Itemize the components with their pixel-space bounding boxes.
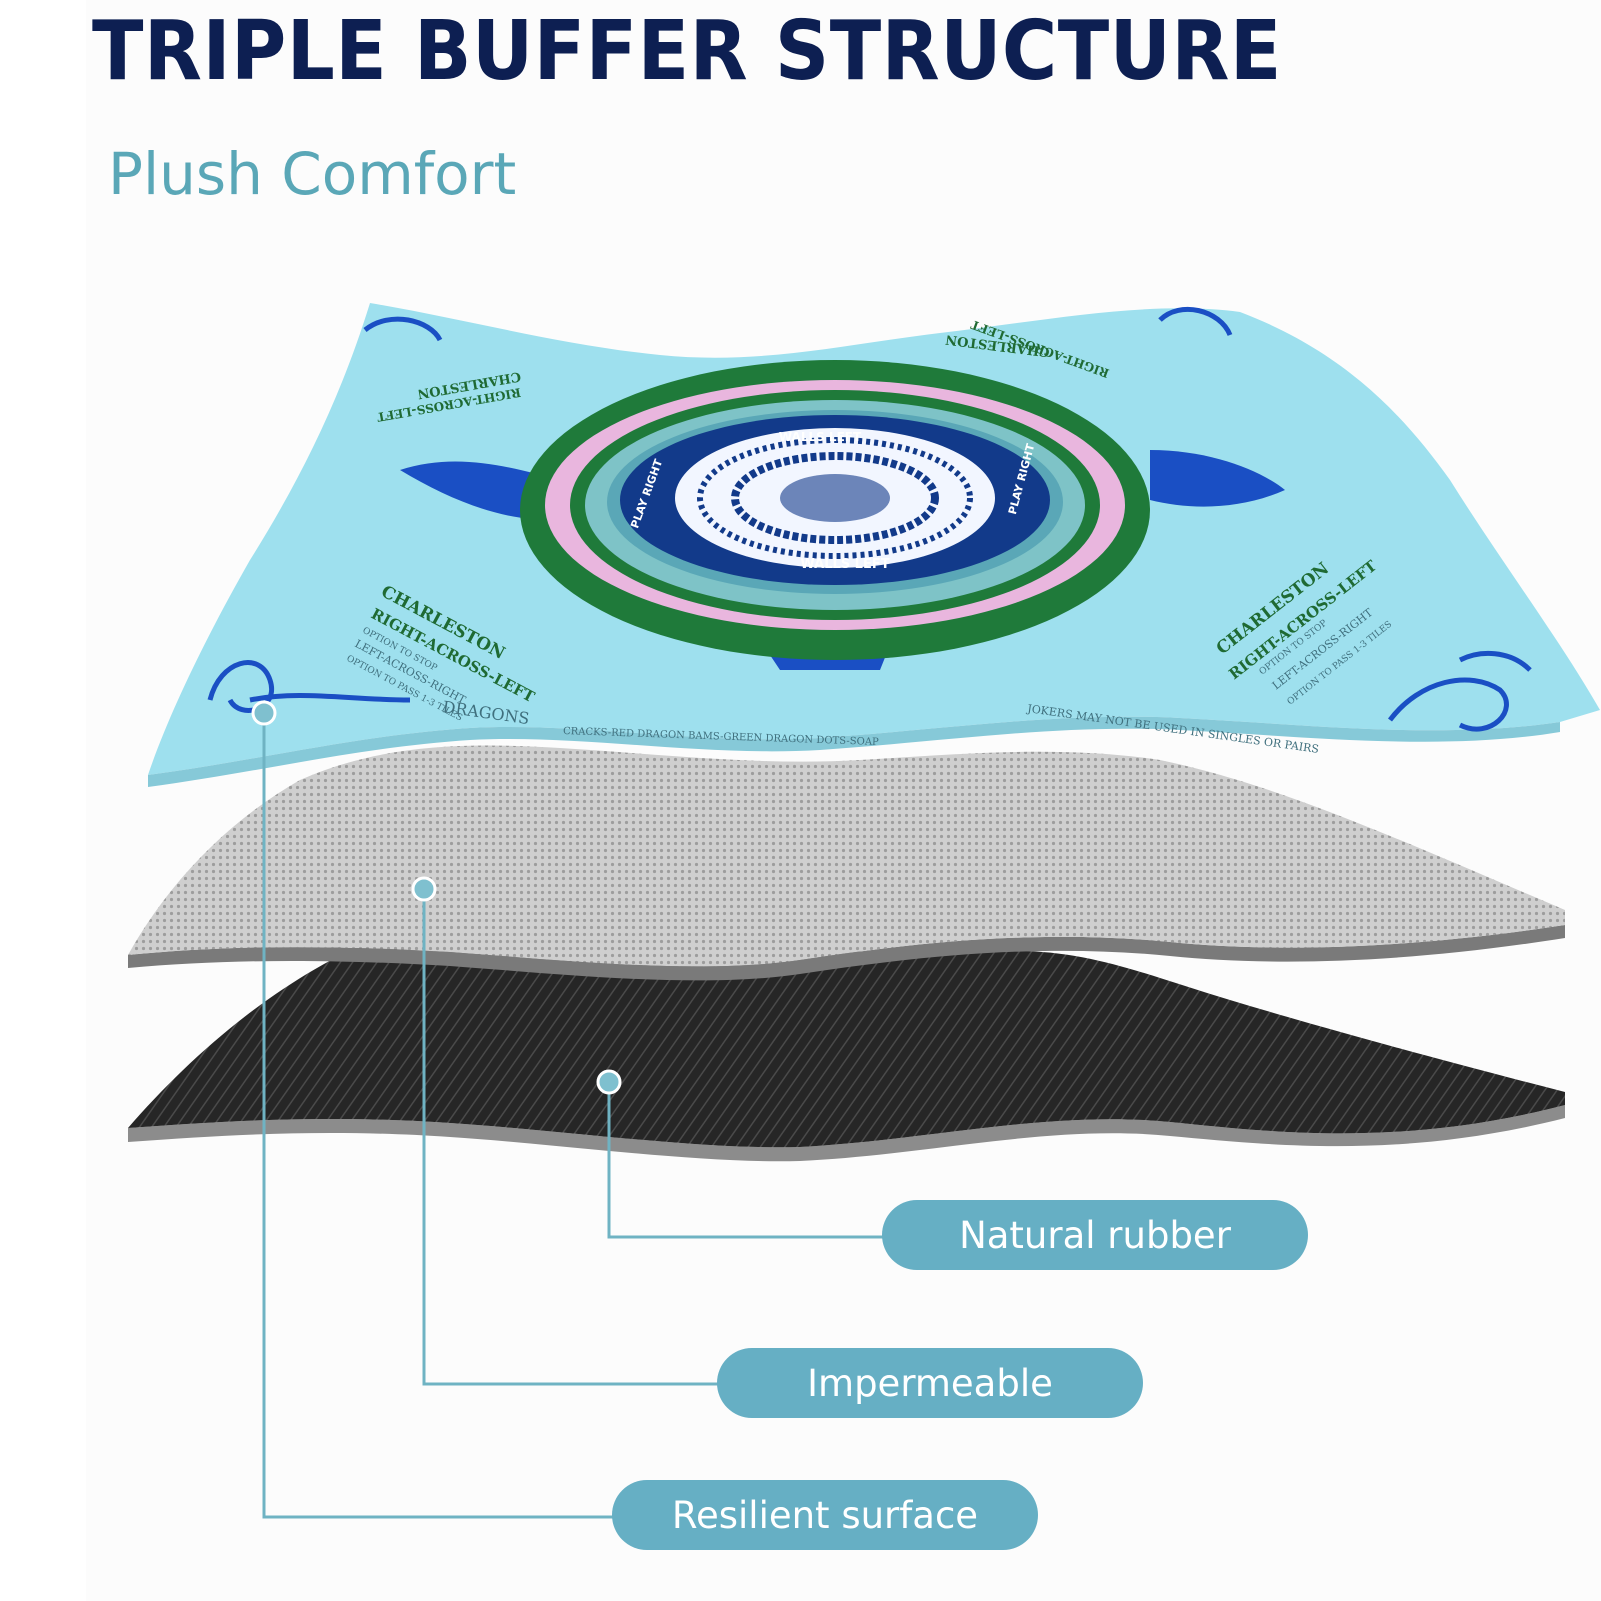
mat-medallion: WALLS LEFT WALLS LEFT PLAY RIGHT PLAY RI…: [400, 360, 1285, 670]
label-natural-rubber: Natural rubber: [882, 1200, 1308, 1270]
page-title: TRIPLE BUFFER STRUCTURE: [92, 4, 1282, 99]
floral-ornament-icon: [207, 306, 1532, 732]
label-impermeable: Impermeable: [717, 1348, 1143, 1418]
rubber-layer: [128, 910, 1565, 1162]
mat-layer: WALLS LEFT WALLS LEFT PLAY RIGHT PLAY RI…: [148, 303, 1600, 787]
page-subtitle: Plush Comfort: [108, 140, 517, 208]
mat-center-bottom-text: WALLS LEFT: [800, 557, 889, 572]
mat-center-top-text: WALLS LEFT: [779, 430, 862, 444]
foam-layer: [128, 745, 1565, 981]
left-margin: [0, 0, 86, 1601]
label-resilient-surface: Resilient surface: [612, 1480, 1038, 1550]
callout-dot-icon: [251, 700, 622, 1095]
callout-lines: [262, 713, 885, 1519]
